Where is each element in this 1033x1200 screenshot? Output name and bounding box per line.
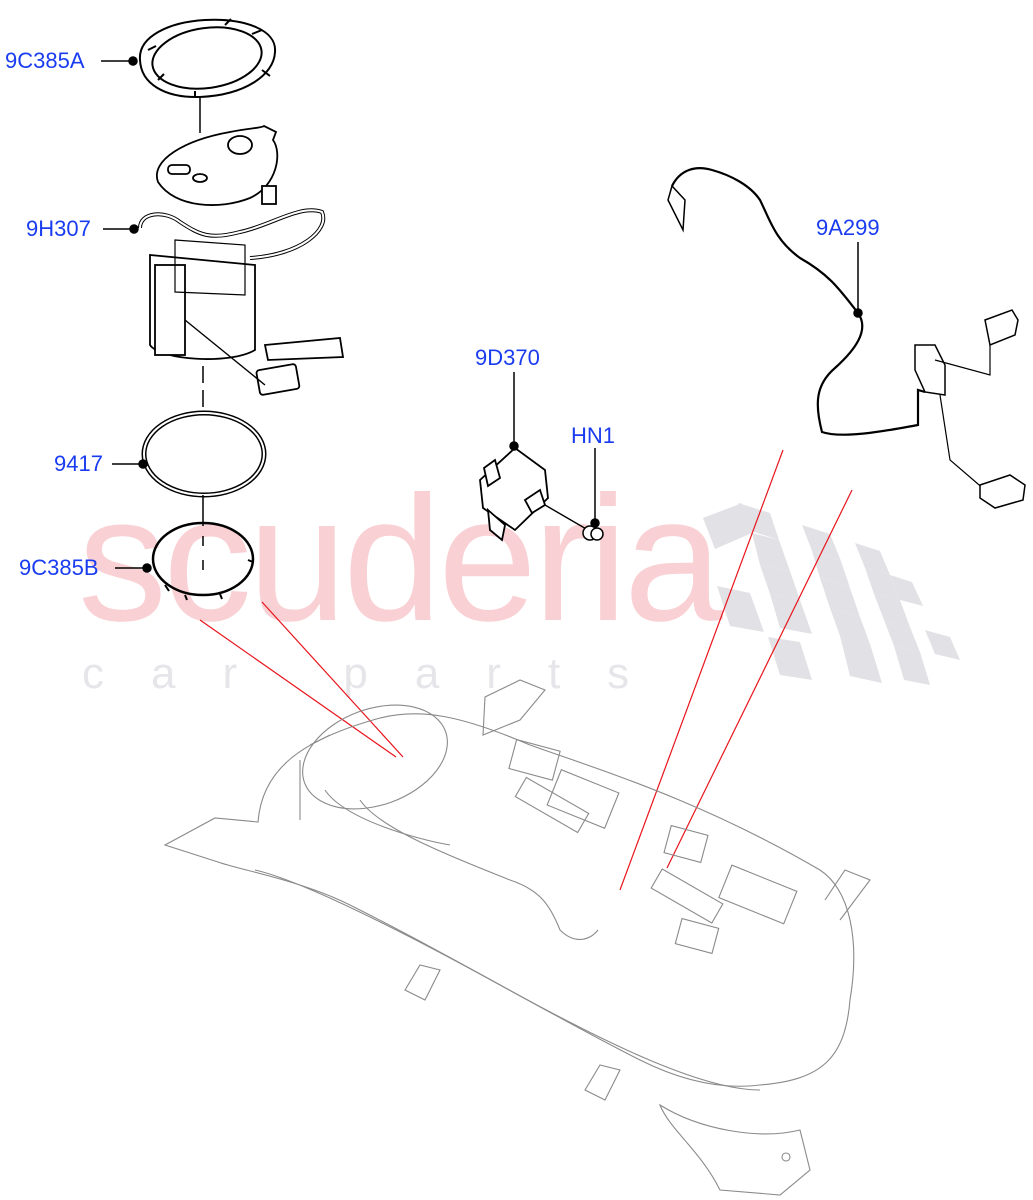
callout-9a299[interactable]: 9A299 — [816, 215, 880, 240]
checkered-flag-watermark — [703, 503, 960, 685]
callout-9h307[interactable]: 9H307 — [26, 216, 91, 241]
sender-harness — [667, 167, 926, 436]
callout-hn1[interactable]: HN1 — [571, 423, 616, 448]
leader-lines — [101, 56, 863, 573]
level-sender — [914, 309, 1026, 509]
fuel-pump-module — [138, 124, 345, 396]
locking-ring-lower — [151, 521, 255, 601]
callout-9d370[interactable]: 9D370 — [475, 345, 540, 370]
nut-hn1 — [582, 525, 604, 541]
control-module — [479, 446, 589, 542]
watermark-car-parts: car parts — [82, 649, 677, 698]
locking-ring-upper — [138, 18, 277, 99]
callout-9417[interactable]: 9417 — [54, 451, 103, 476]
seal-ring — [141, 410, 267, 498]
callout-9c385a[interactable]: 9C385A — [5, 48, 85, 73]
watermark-scuderia: scuderia — [78, 459, 723, 658]
fuel-tank — [163, 679, 871, 1196]
callout-9c385b[interactable]: 9C385B — [19, 555, 99, 580]
reference-lines — [199, 449, 853, 891]
